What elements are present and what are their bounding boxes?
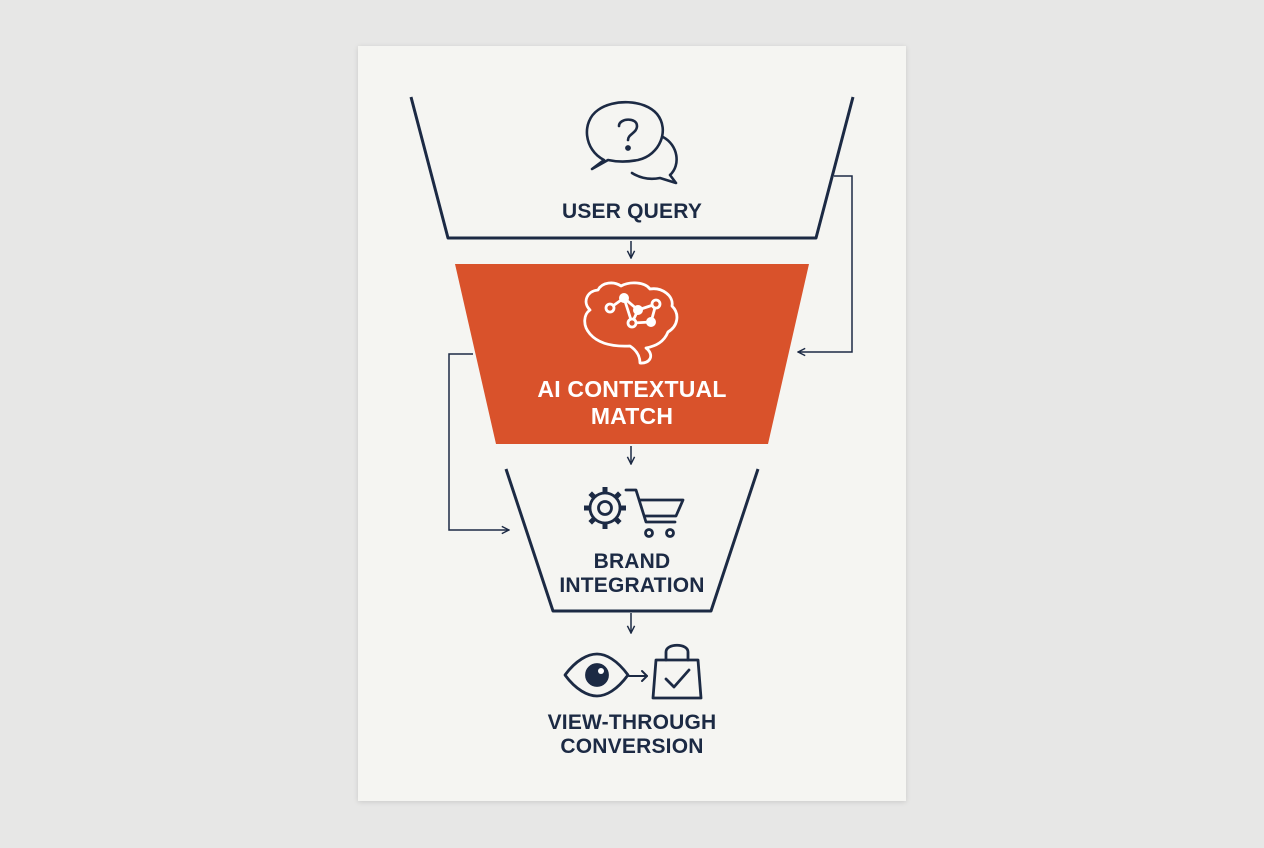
shopping-cart-icon [624, 488, 685, 538]
stage-label-brand-integration: BRAND INTEGRATION [559, 550, 705, 597]
stage-label-user-query: USER QUERY [561, 200, 703, 223]
speech-bubble-question-icon [585, 100, 678, 185]
gear-icon [584, 487, 626, 529]
funnel-stage-user-query [409, 96, 855, 240]
right-loop-arrow [798, 175, 853, 352]
funnel-stage-brand-integration [504, 468, 760, 613]
funnel-stage-ai-match [455, 264, 809, 444]
stage-label-ai-contextual-match: AI CONTEXTUAL MATCH [537, 376, 727, 429]
eye-to-shopping-bag-icon [563, 643, 703, 700]
shopping-bag-check-icon [651, 643, 703, 700]
feedback-loops [448, 175, 853, 530]
left-loop-arrow [448, 353, 509, 530]
eye-icon [563, 652, 630, 698]
stage-label-view-through-conversion: VIEW-THROUGH CONVERSION [547, 711, 717, 758]
gear-and-shopping-cart-icon [584, 487, 685, 538]
brain-network-icon [583, 281, 679, 365]
small-arrow-icon [628, 670, 648, 682]
